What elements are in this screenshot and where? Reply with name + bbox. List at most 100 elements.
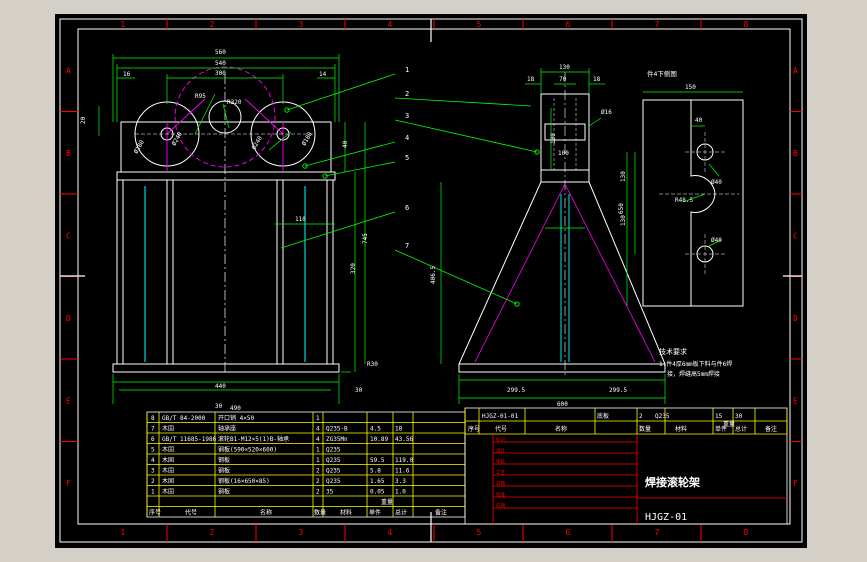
front-dimension: 16 — [123, 71, 131, 78]
bom-cell-weight-total: 3.3 — [395, 478, 406, 485]
side-dimension: 18 — [593, 76, 601, 83]
bom-cell-no: 6 — [151, 436, 155, 443]
detail-view — [626, 91, 744, 307]
bom-cell-no: 4 — [151, 457, 155, 464]
side-dimension: 299.5 — [507, 387, 525, 394]
title-block-header-cell: 材料 — [675, 425, 687, 433]
title-block-header-cell: 总计 — [735, 425, 747, 433]
bom-header-cell: 数量 — [314, 509, 326, 517]
detail-dimension: 130 — [620, 215, 627, 226]
drawing-number: HJGZ-01 — [645, 512, 687, 523]
bom-cell-name: 钢板 — [218, 467, 230, 475]
detail-dimension: 150 — [685, 84, 696, 91]
bom-cell-no: 7 — [151, 426, 155, 433]
title-block-field: 设计 — [496, 447, 505, 454]
border-col-label-bottom: 5 — [477, 528, 482, 537]
border-row-label-right: A — [793, 66, 798, 75]
bom-cell-name: 钢板(590×520×600) — [218, 446, 277, 454]
detail-dimension: 40 — [695, 117, 703, 124]
border-row-label-left: D — [66, 314, 71, 323]
bom-cell-no: 5 — [151, 447, 155, 454]
border-col-label-top: 3 — [299, 20, 304, 29]
border-row-label-left: A — [66, 66, 71, 75]
title-block-field: 审核 — [496, 458, 505, 465]
front-dimension: 560 — [215, 49, 226, 56]
title-block-header-cell: 备注 — [765, 425, 777, 433]
bom-header-weight: 重量 — [381, 498, 393, 506]
border-col-label-top: 2 — [210, 20, 215, 29]
front-dimension: 490 — [230, 405, 241, 412]
bom-cell-weight-total: 119.0 — [395, 457, 413, 464]
front-dimension: 540 — [215, 60, 226, 67]
front-dimension: R320 — [227, 99, 242, 106]
bom-cell-material: Q235 — [326, 447, 341, 454]
bom-cell-weight-unit: 10.89 — [370, 436, 388, 443]
side-dimension: 600 — [557, 401, 568, 408]
bom-cell-code: 木固 — [162, 446, 174, 454]
border-col-label-bottom: 4 — [388, 528, 393, 537]
bom-cell-name: 轴承座 — [218, 425, 236, 433]
title-block-top-cell: 30 — [735, 413, 743, 420]
bom-cell-name: 钢板 — [218, 456, 230, 464]
bom-cell-name: 开口销 4×50 — [218, 414, 254, 422]
border-col-label-bottom: 3 — [299, 528, 304, 537]
border-col-label-bottom: 6 — [566, 528, 571, 537]
title-block-header-cell: 代号 — [495, 425, 507, 433]
bom-cell-no: 2 — [151, 478, 155, 485]
side-dimension: 18 — [527, 76, 535, 83]
border-row-label-right: F — [793, 479, 798, 488]
bom-cell-weight-total: 18 — [395, 426, 403, 433]
bom-cell-code: GB/T 11685-1986 — [162, 436, 217, 443]
title-block-header-cell: 数量 — [639, 425, 651, 433]
side-dimension: Ø16 — [601, 109, 612, 116]
border-col-label-bottom: 2 — [210, 528, 215, 537]
border-col-label-top: 4 — [388, 20, 393, 29]
front-dimension: 110 — [295, 216, 306, 223]
detail-dimension: Ø40 — [711, 179, 722, 186]
title-block-header-cell: 单件 — [715, 425, 727, 433]
bom-cell-qty: 1 — [316, 457, 320, 464]
title-block-field: 标记 — [496, 436, 505, 443]
bom-cell-material: 35 — [326, 489, 334, 496]
drawing-title: 焊接滚轮架 — [645, 475, 700, 489]
bom-cell-qty: 1 — [316, 415, 320, 422]
title-block-field: 日期 — [496, 481, 505, 487]
border-col-label-top: 5 — [477, 20, 482, 29]
bom-cell-qty: 2 — [316, 468, 320, 475]
bom-cell-qty: 4 — [316, 436, 320, 443]
bom-header-cell: 代号 — [185, 509, 197, 517]
bom-cell-material: Q235-B — [326, 426, 348, 433]
front-dimension: 20 — [80, 116, 87, 124]
front-dimension: R95 — [195, 93, 206, 100]
title-block-field: 批准 — [496, 491, 505, 498]
title-block-top-cell: 底板 — [597, 412, 609, 420]
bom-cell-name: 钢板(16×650×85) — [218, 477, 270, 485]
bom-cell-qty: 2 — [316, 478, 320, 485]
balloon-number: 7 — [405, 242, 409, 250]
border-col-label-top: 6 — [566, 20, 571, 29]
balloon-number: 2 — [405, 90, 409, 98]
tech-notes-line-1: 1.件4厚6mm板下料与件6焊 — [659, 360, 732, 368]
bom-cell-no: 3 — [151, 468, 155, 475]
detail-dimension: 130 — [620, 171, 627, 182]
bom-cell-material: Q235 — [326, 457, 341, 464]
balloon-number: 3 — [405, 112, 409, 120]
bom-cell-code: 木固 — [162, 425, 174, 433]
border-row-label-left: F — [66, 479, 71, 488]
bom-cell-code: 木固 — [162, 488, 174, 496]
bom-cell-weight-unit: 4.5 — [370, 426, 381, 433]
front-dimension: Ø180 — [133, 139, 146, 155]
detail-dimension: R48.5 — [675, 197, 693, 204]
side-view — [440, 68, 666, 404]
bom-cell-name: 钢板 — [218, 488, 230, 496]
bom-cell-material: ZG35Mn — [326, 436, 348, 443]
title-block-top-cell: Q235 — [655, 413, 670, 420]
border-row-label-right: D — [793, 314, 798, 323]
